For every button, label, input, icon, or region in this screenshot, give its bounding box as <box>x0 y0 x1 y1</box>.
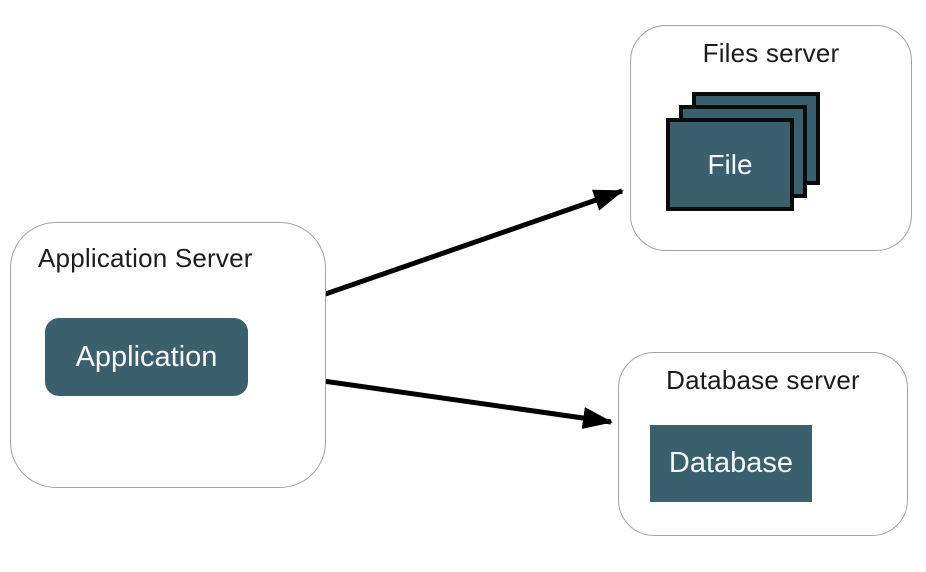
application-node: Application <box>45 318 248 396</box>
application-node-label: Application <box>75 340 218 373</box>
database-node: Database <box>650 425 812 502</box>
file-node-label: File <box>707 148 753 180</box>
database-server-container: Database server Database <box>618 352 908 536</box>
files-server-title: Files server <box>702 38 840 68</box>
application-server-title: Application Server <box>38 243 253 273</box>
database-node-label: Database <box>668 447 794 479</box>
database-server-title: Database server <box>666 365 860 395</box>
files-server-container: Files server File <box>630 25 912 251</box>
application-server-container: Application Server Application <box>10 222 326 488</box>
file-sheet-front: File <box>666 118 794 211</box>
